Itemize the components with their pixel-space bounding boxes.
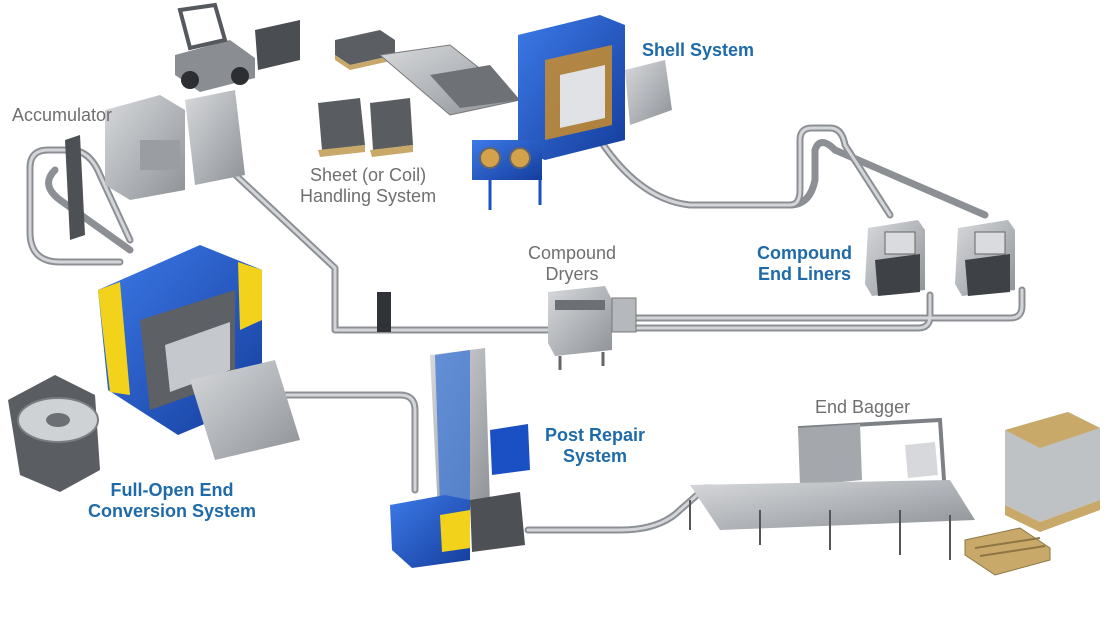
- shell-system-press: [472, 15, 672, 210]
- sheet-pallets: [318, 30, 413, 157]
- label-compound-dryers: Compound Dryers: [528, 243, 617, 284]
- label-compound-end-liners: Compound End Liners: [757, 243, 852, 284]
- full-open-end-conversion-press: [98, 245, 300, 460]
- compound-dryers-machine: [377, 286, 637, 370]
- end-bagger-machine: [689, 417, 975, 560]
- label-end-bagger: End Bagger: [815, 397, 911, 417]
- accumulator-machine: [65, 90, 245, 240]
- label-shell-system: Shell System: [642, 40, 755, 60]
- sheet-feeder: [378, 44, 522, 116]
- label-accumulator: Accumulator: [12, 105, 113, 125]
- coil-cradle: [8, 375, 100, 492]
- label-sheet-handling-system: Sheet (or Coil) Handling System: [300, 165, 437, 206]
- compound-end-liner-1: [865, 220, 925, 296]
- compound-end-liner-2: [955, 220, 1015, 296]
- post-repair-machine: [390, 348, 530, 568]
- output-pallet-load: [1005, 412, 1100, 532]
- conveyor-tracks: [26, 124, 1026, 534]
- empty-pallet: [964, 527, 1051, 576]
- label-full-open-end-conversion-system: Full-Open End Conversion System: [88, 480, 257, 521]
- forklift: [175, 2, 300, 92]
- label-post-repair-system: Post Repair System: [545, 425, 646, 466]
